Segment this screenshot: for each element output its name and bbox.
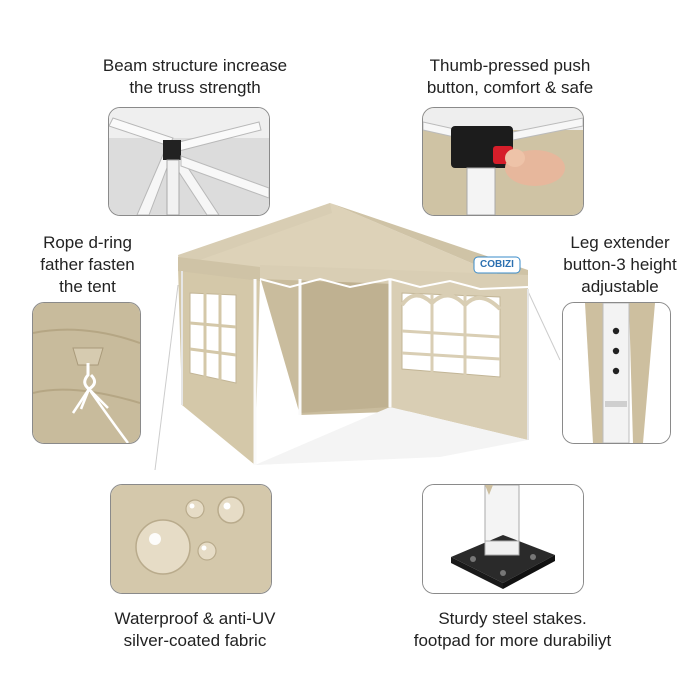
caption-line: Beam structure increase [102, 56, 288, 75]
caption-line: Waterproof & anti-UV [114, 609, 276, 628]
truss-closeup-panel [108, 107, 270, 216]
caption-line: silver-coated fabric [123, 631, 267, 650]
leg-pole-closeup-icon [563, 303, 670, 443]
caption-line: the truss strength [129, 78, 261, 97]
water-drops-closeup-icon [111, 485, 271, 593]
leg-pole-closeup-panel [562, 302, 671, 444]
caption-line: Rope d-ring [43, 233, 132, 252]
guide-line [524, 284, 561, 361]
rope-ring-closeup-panel [32, 302, 141, 444]
caption-line: father fasten [40, 255, 135, 274]
guide-line [154, 284, 179, 471]
water-drops-closeup-panel [110, 484, 272, 594]
caption-leg-extender: Leg extender button-3 height adjustable [545, 232, 695, 298]
caption-line: button-3 height [563, 255, 677, 274]
caption-line: button, comfort & safe [426, 78, 594, 97]
caption-line: Thumb-pressed push [429, 56, 591, 75]
caption-line: the tent [59, 277, 116, 296]
truss-closeup-icon [109, 108, 269, 215]
caption-line: Leg extender [570, 233, 670, 252]
caption-waterproof: Waterproof & anti-UV silver-coated fabri… [70, 608, 320, 652]
left-window [189, 292, 237, 384]
footpad-closeup-icon [423, 485, 583, 593]
gazebo-tent-illustration: COBIZI [150, 195, 550, 485]
caption-line: Sturdy steel stakes. [438, 609, 587, 628]
brand-label: COBIZI [480, 259, 514, 270]
rope-ring-closeup-icon [33, 303, 140, 443]
tent-icon [178, 203, 530, 465]
footpad-closeup-panel [422, 484, 584, 594]
caption-beam-structure: Beam structure increase the truss streng… [60, 55, 330, 99]
caption-rope-ring: Rope d-ring father fasten the tent [20, 232, 155, 298]
push-button-closeup-icon [423, 108, 583, 215]
caption-steel-stakes: Sturdy steel stakes. footpad for more du… [380, 608, 645, 652]
caption-push-button: Thumb-pressed push button, comfort & saf… [380, 55, 640, 99]
caption-line: adjustable [581, 277, 659, 296]
push-button-closeup-panel [422, 107, 584, 216]
right-window [400, 292, 502, 378]
caption-line: footpad for more durabiliyt [413, 631, 612, 650]
